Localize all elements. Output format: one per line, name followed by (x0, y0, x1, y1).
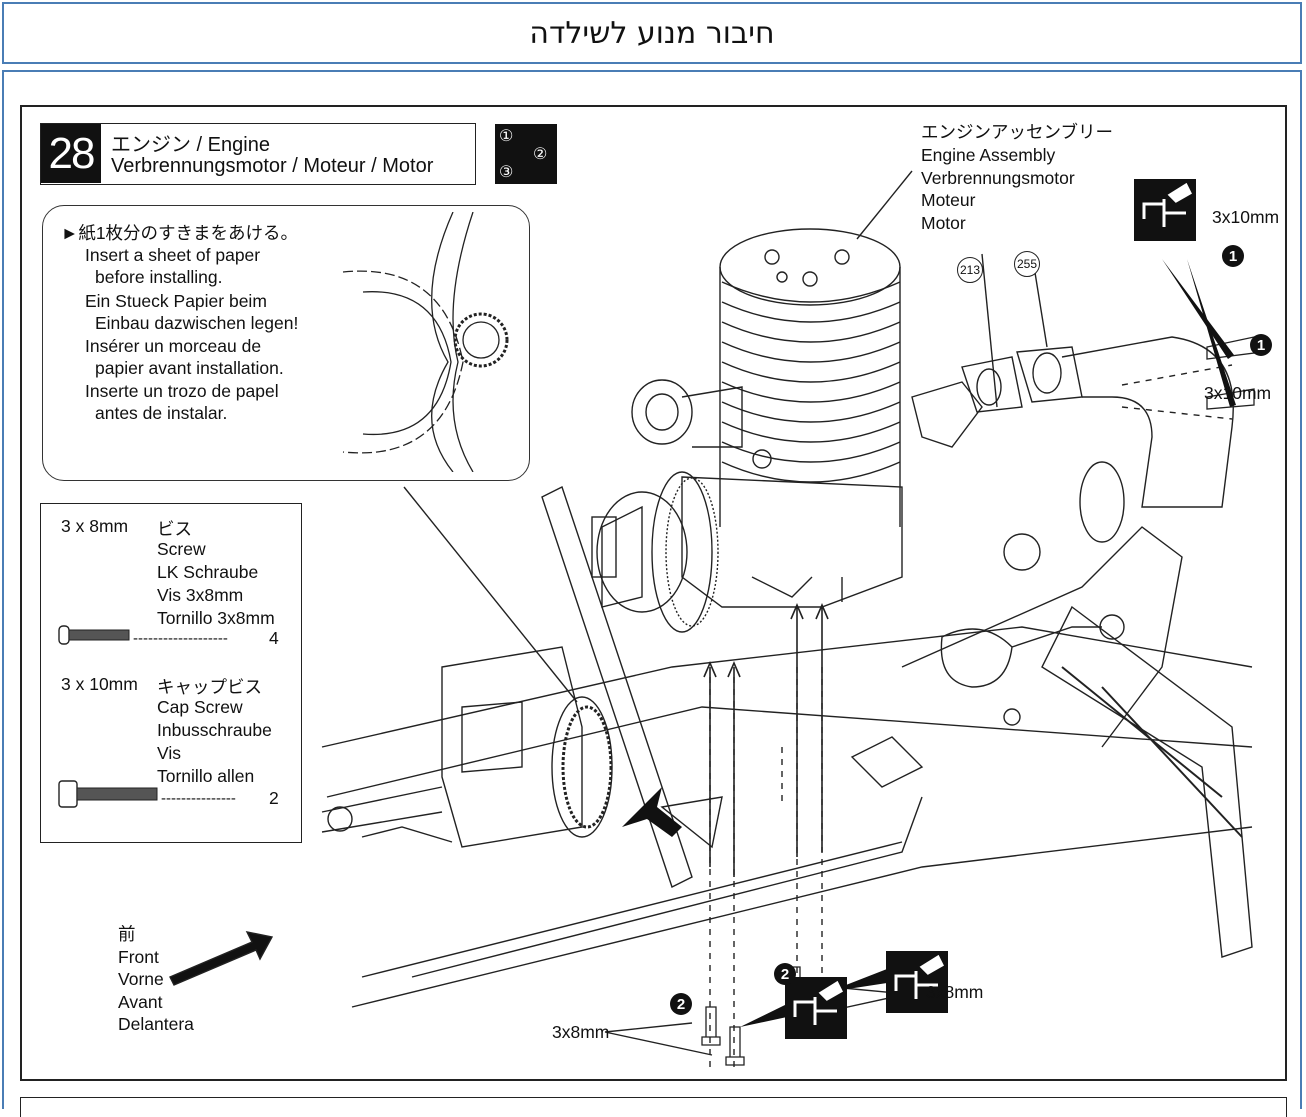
engine-assembly-ja: エンジンアッセンブリー (921, 122, 1113, 142)
capscrew-3x10-name-es: Tornillo allen (157, 766, 255, 786)
screw-3x8-dashes: ------------------- (133, 630, 228, 647)
note-line-de1: Ein Stueck Papier beim (85, 291, 267, 311)
note-line-fr1: Insérer un morceau de (85, 336, 262, 356)
front-fr: Avant (118, 991, 163, 1012)
screw-3x8-name-de: LK Schraube (157, 562, 259, 582)
note-line-en2: before installing. (95, 267, 223, 287)
engine-assembly-de: Verbrennungsmotor (921, 167, 1075, 188)
capscrew-3x10-name-de: Inbusschraube (157, 720, 272, 740)
tightening-order-icon: ① ② ③ (495, 124, 557, 184)
engine-assembly-label: エンジンアッセンブリー Engine Assembly Verbrennungs… (921, 121, 1113, 235)
marker-1-top: 1 (1222, 245, 1244, 267)
screw-label-left: 3x8mm (552, 1022, 610, 1042)
capscrew-label-top: 3x10mm (1212, 207, 1280, 227)
screw-3x8-icon (58, 625, 130, 645)
hex-wrench-tool-icon (1134, 179, 1196, 241)
part-number-255: 255 (1014, 251, 1040, 277)
capscrew-3x10-dashes: --------------- (161, 790, 236, 807)
page-title: חיבור מנוע לשילדה (529, 15, 775, 51)
capscrew-label-bottom: 3x10mm (1204, 383, 1272, 403)
next-step-box (20, 1097, 1287, 1117)
screw-3x8-qty: 4 (269, 628, 279, 648)
note-line-ja: ►紙1枚分のすきまをあける。 (61, 223, 299, 243)
screw-3x8-name-en: Screw (157, 539, 206, 559)
parts-legend: 3 x 8mm ビス Screw LK Schraube Vis 3x8mm T… (40, 503, 302, 843)
engine-assembly-en: Engine Assembly (921, 144, 1056, 165)
assembly-figure: 28 エンジン / Engine Verbrennungsmotor / Mot… (20, 105, 1287, 1081)
front-ja: 前 (118, 924, 136, 944)
capscrew-3x10-qty: 2 (269, 788, 279, 808)
engine-assembly-fr: Moteur (921, 190, 976, 211)
order-number-3: ③ (499, 164, 514, 181)
front-de: Vorne (118, 969, 164, 990)
screwdriver-tool-icon-right (886, 951, 948, 1013)
step-header: 28 エンジン / Engine Verbrennungsmotor / Mot… (40, 123, 476, 185)
screw-3x8-name-ja: ビス (157, 519, 192, 539)
note-line-es2: antes de instalar. (95, 403, 228, 423)
capscrew-3x10-icon (58, 780, 158, 808)
step-title-line2: Verbrennungsmotor / Moteur / Motor (111, 155, 434, 177)
capscrew-3x10-name-ja: キャップビス (157, 677, 262, 697)
part-number-213: 213 (957, 257, 983, 283)
screw-label-right: 3x8mm (926, 982, 984, 1002)
step-number: 28 (41, 124, 101, 183)
screw-3x8-name-fr: Vis 3x8mm (157, 585, 244, 605)
order-number-2: ② (533, 146, 548, 163)
front-en: Front (118, 946, 159, 967)
note-line-fr2: papier avant installation. (95, 358, 284, 378)
page-title-bar: חיבור מנוע לשילדה (2, 2, 1302, 64)
marker-2-left: 2 (670, 993, 692, 1015)
capscrew-3x10-name-en: Cap Screw (157, 697, 243, 717)
order-number-1: ① (499, 128, 514, 145)
note-line-es1: Inserte un trozo de papel (85, 381, 279, 401)
paper-gap-note: ►紙1枚分のすきまをあける。 Insert a sheet of paper b… (42, 205, 530, 481)
marker-2-right: 2 (774, 963, 796, 985)
capscrew-3x10-name-fr: Vis (157, 743, 181, 763)
step-title-line1: エンジン / Engine (111, 134, 270, 156)
screw-3x8-size: 3 x 8mm (61, 516, 129, 536)
note-line-en1: Insert a sheet of paper (85, 245, 261, 265)
engine-assembly-es: Motor (921, 213, 966, 234)
screwdriver-tool-icon-left (785, 977, 847, 1039)
instruction-panel: 28 エンジン / Engine Verbrennungsmotor / Mot… (2, 70, 1302, 1117)
capscrew-3x10-size: 3 x 10mm (61, 674, 138, 694)
gear-mesh-illustration (342, 212, 509, 472)
note-line-de2: Einbau dazwischen legen! (95, 313, 299, 333)
screw-3x8-name-es: Tornillo 3x8mm (157, 608, 275, 628)
front-direction-label: 前 Front Vorne Avant Delantera (118, 923, 194, 1036)
front-es: Delantera (118, 1014, 194, 1035)
marker-1-bottom: 1 (1250, 334, 1272, 356)
